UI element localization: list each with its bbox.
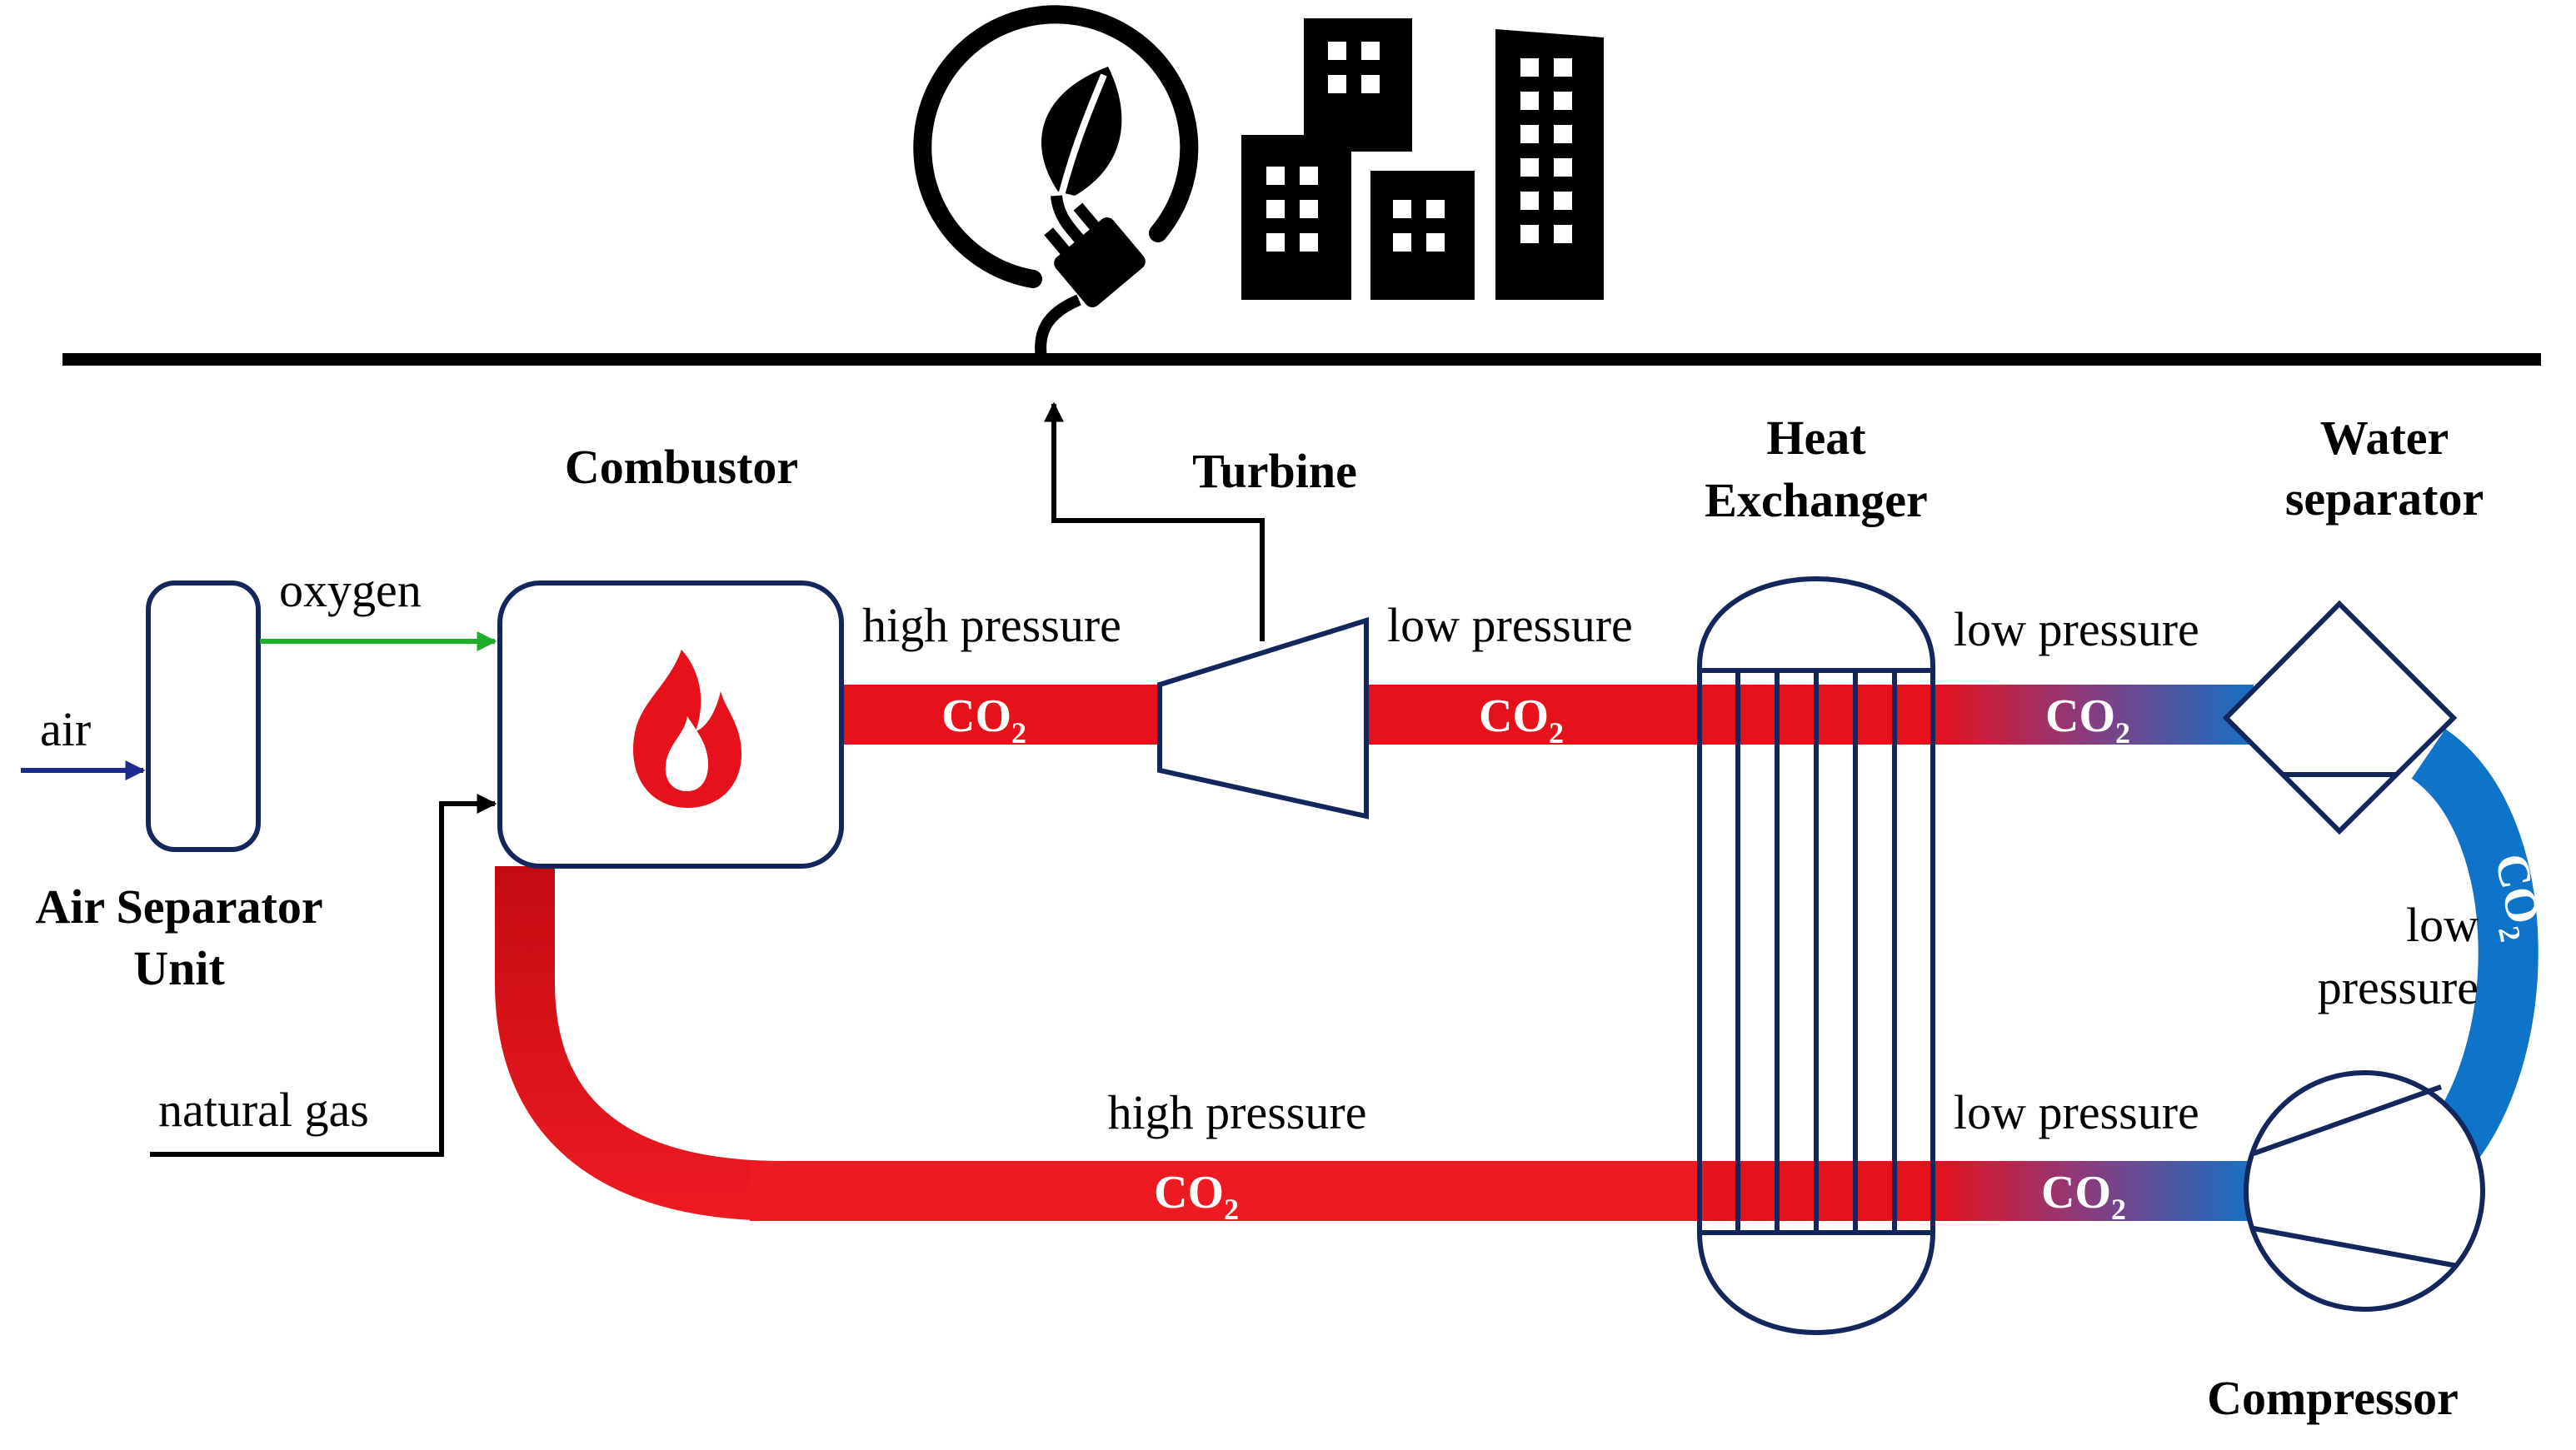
eco-plug-icon bbox=[913, 5, 1199, 359]
co2-label-hx-separator: CO2 bbox=[2045, 690, 2130, 750]
label-water-separator-1: Water bbox=[2320, 411, 2449, 465]
label-high-pressure-top: high pressure bbox=[862, 598, 1121, 652]
pipe-turbine-hx bbox=[1366, 685, 1700, 745]
city-buildings-icon bbox=[1241, 18, 1604, 300]
label-water-separator-2: separator bbox=[2285, 471, 2484, 526]
label-air-separator-1: Air Separator bbox=[35, 879, 322, 934]
co2-label-compressor-hx: CO2 bbox=[2041, 1167, 2126, 1226]
air-separator-unit[interactable] bbox=[146, 580, 261, 852]
heat-exchanger[interactable] bbox=[1697, 576, 1935, 1335]
co2-label-combustor-turbine: CO2 bbox=[941, 690, 1026, 750]
pipe-separator-compressor bbox=[2410, 729, 2539, 1178]
pipe-combustor-turbine bbox=[837, 685, 1166, 745]
label-natural-gas: natural gas bbox=[158, 1083, 369, 1137]
co2-label-return: CO2 bbox=[1154, 1167, 1239, 1226]
label-air-separator-2: Unit bbox=[133, 941, 225, 995]
pipe-compressor-hx bbox=[1933, 1161, 2254, 1221]
label-air: air bbox=[40, 702, 91, 756]
label-high-pressure-bottom: high pressure bbox=[1108, 1085, 1367, 1139]
label-turbine: Turbine bbox=[1192, 444, 1357, 498]
co2-pipes bbox=[495, 685, 2539, 1221]
co2-label-turbine-hx: CO2 bbox=[1479, 690, 1564, 750]
label-low-pressure-hx: low pressure bbox=[1954, 602, 2199, 656]
pipe-hx-separator bbox=[1933, 685, 2254, 745]
label-combustor: Combustor bbox=[565, 440, 798, 494]
label-low-pressure-bottom: low pressure bbox=[1954, 1085, 2199, 1139]
natural-gas-line bbox=[150, 794, 497, 1157]
pipe-return-combustor bbox=[495, 866, 1704, 1221]
power-grid-line bbox=[62, 353, 2541, 366]
label-low-pressure-right-1: low bbox=[2406, 898, 2479, 952]
label-low-pressure-turbine: low pressure bbox=[1387, 598, 1633, 652]
label-low-pressure-right-2: pressure bbox=[2318, 960, 2479, 1014]
label-heat-exchanger-2: Exchanger bbox=[1705, 473, 1927, 527]
label-heat-exchanger-1: Heat bbox=[1766, 411, 1866, 465]
water-separator[interactable] bbox=[2222, 600, 2458, 835]
turbine-power-line bbox=[1044, 401, 1265, 641]
label-compressor: Compressor bbox=[2207, 1371, 2459, 1425]
turbine[interactable] bbox=[1157, 616, 1369, 820]
label-oxygen: oxygen bbox=[279, 563, 422, 617]
compressor[interactable] bbox=[2244, 1070, 2485, 1312]
flame-icon bbox=[633, 650, 741, 808]
